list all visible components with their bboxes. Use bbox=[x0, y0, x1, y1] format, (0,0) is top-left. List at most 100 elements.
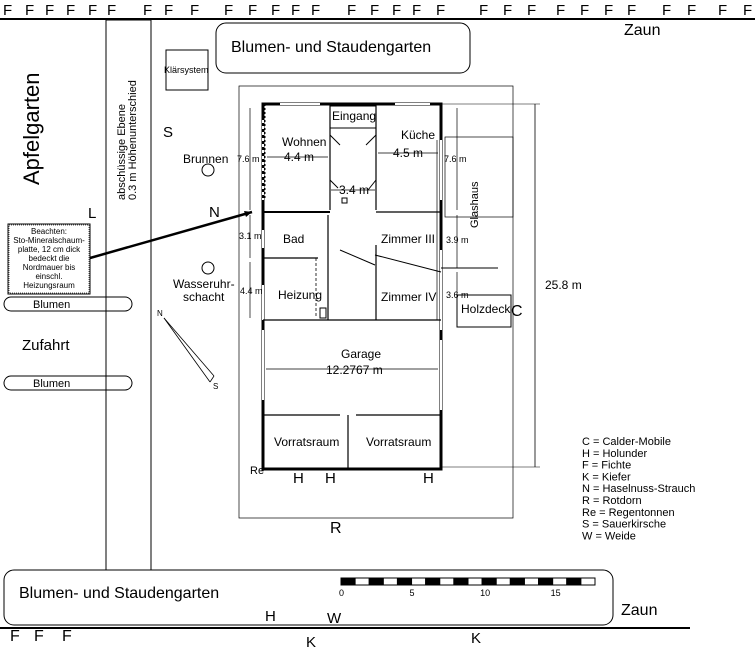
fence-top-f: F bbox=[25, 2, 34, 19]
fence-bottom: F F F Zaun bbox=[0, 602, 690, 645]
garden-top-label: Blumen- und Staudengarten bbox=[231, 39, 431, 56]
fence-top-f: F bbox=[743, 2, 752, 19]
note-line: Nordmauer bis bbox=[23, 263, 75, 272]
scale-segment bbox=[580, 577, 596, 586]
note-line: bedeckt die bbox=[29, 254, 70, 263]
room-vorratsraum-2: Vorratsraum bbox=[366, 435, 431, 449]
scale-segment bbox=[523, 577, 540, 586]
klaersystem-box bbox=[165, 49, 209, 91]
scale-segment bbox=[340, 577, 356, 586]
fence-top-f: F bbox=[66, 2, 75, 19]
fence-top-f: F bbox=[527, 2, 536, 19]
fence-top-f: F bbox=[3, 2, 12, 19]
tree-r: R bbox=[330, 520, 342, 537]
fence-bottom-f1: F bbox=[10, 628, 20, 645]
legend-entry: Re = Regentonnen bbox=[582, 507, 675, 519]
house-floorplan bbox=[261, 102, 443, 471]
apfelgarten-label: Apfelgarten bbox=[19, 72, 44, 185]
garden-bottom-box bbox=[3, 569, 614, 626]
fence-top-f: F bbox=[436, 2, 445, 19]
fence-top-f: F bbox=[556, 2, 565, 19]
fence-top-f: F bbox=[347, 2, 356, 19]
note-line: Sto-Mineralschaum- bbox=[13, 236, 85, 245]
scale-segment bbox=[354, 577, 370, 586]
blumen-strip-2 bbox=[3, 375, 133, 391]
legend-entry: C = Calder-Mobile bbox=[582, 436, 671, 448]
blumen-label-1: Blumen bbox=[33, 299, 70, 311]
fence-top-f: F bbox=[370, 2, 379, 19]
tree-k2: K bbox=[471, 630, 481, 647]
note-line: Beachten: bbox=[31, 227, 67, 236]
brunnen-circle bbox=[201, 163, 215, 177]
tree-h4: H bbox=[265, 608, 276, 625]
zaun-bottom-label: Zaun bbox=[621, 602, 657, 619]
tree-l: L bbox=[88, 205, 96, 222]
fence-top-f: F bbox=[479, 2, 488, 19]
fence-top-f: F bbox=[248, 2, 257, 19]
tree-s: S bbox=[163, 124, 173, 141]
scale-label: 0 bbox=[339, 588, 344, 598]
room-holzdeck: Holzdeck bbox=[461, 302, 511, 316]
note-line: platte, 12 cm dick bbox=[18, 245, 81, 254]
legend-entry: H = Holunder bbox=[582, 448, 647, 460]
scale-segment bbox=[552, 577, 568, 586]
dim-left-low: 4.4 m bbox=[240, 286, 263, 296]
legend-entry: W = Weide bbox=[582, 530, 636, 542]
garden-top-box bbox=[215, 22, 471, 74]
fence-top-f: F bbox=[604, 2, 613, 19]
fence-top-f: F bbox=[291, 2, 300, 19]
scale-segment bbox=[538, 577, 554, 586]
klaersystem-label: Klärsystem bbox=[164, 65, 209, 75]
note-pointer-line bbox=[89, 210, 253, 260]
legend-entry: R = Rotdorn bbox=[582, 495, 642, 507]
room-bad: Bad bbox=[283, 232, 304, 246]
fence-top-f: F bbox=[718, 2, 727, 19]
dim-left-mid: 3.1 m bbox=[239, 231, 262, 241]
fence-bottom-f3: F bbox=[62, 628, 72, 645]
fence-top-f: F bbox=[107, 2, 116, 19]
fence-top-f: F bbox=[311, 2, 320, 19]
room-kueche: Küche bbox=[401, 128, 435, 142]
room-zimmer3: Zimmer III bbox=[381, 232, 435, 246]
scale-label: 10 bbox=[480, 588, 490, 598]
fence-top-f: F bbox=[224, 2, 233, 19]
scale-segment bbox=[566, 577, 582, 586]
room-garage: Garage bbox=[341, 347, 381, 361]
scale-segment bbox=[481, 577, 497, 586]
fence-bottom-f2: F bbox=[34, 628, 44, 645]
scale-segment bbox=[382, 577, 398, 586]
fence-top-f: F bbox=[687, 2, 696, 19]
scale-segment bbox=[411, 577, 427, 586]
note-text: Beachten:Sto-Mineralschaum-platte, 12 cm… bbox=[13, 227, 85, 290]
room-garage-dim: 12.2767 m bbox=[326, 363, 383, 377]
wasseruhr-circle bbox=[201, 261, 215, 275]
wasseruhr-label-2: schacht bbox=[183, 290, 225, 304]
dim-total: 25.8 m bbox=[545, 278, 582, 292]
room-zimmer4: Zimmer IV bbox=[381, 290, 436, 304]
note-line: Heizungsraum bbox=[23, 281, 75, 290]
scale-segment bbox=[439, 577, 455, 586]
legend-entry: F = Fichte bbox=[582, 460, 631, 472]
fence-top-f: F bbox=[88, 2, 97, 19]
tree-w: W bbox=[327, 610, 342, 627]
fence-top-f: F bbox=[392, 2, 401, 19]
fence-top-f: F bbox=[143, 2, 152, 19]
legend-entry: K = Kiefer bbox=[582, 471, 631, 483]
scale-segment bbox=[396, 577, 413, 586]
garden-bottom-label: Blumen- und Staudengarten bbox=[19, 585, 219, 602]
wasseruhr-label-1: Wasseruhr- bbox=[173, 277, 235, 291]
slope-label-1: abschüssige Ebene bbox=[116, 104, 128, 200]
tree-n: N bbox=[209, 204, 220, 221]
fence-top-f: F bbox=[190, 2, 199, 19]
dim-right-top: 7.6 m bbox=[444, 154, 467, 164]
brunnen-label: Brunnen bbox=[183, 152, 228, 166]
scale-label: 15 bbox=[551, 588, 561, 598]
blumen-strip-1 bbox=[3, 296, 133, 312]
fence-top-f: F bbox=[45, 2, 54, 19]
note-box bbox=[7, 223, 91, 295]
room-eingang: Eingang bbox=[332, 109, 376, 123]
note-line: einschl. bbox=[35, 272, 62, 281]
